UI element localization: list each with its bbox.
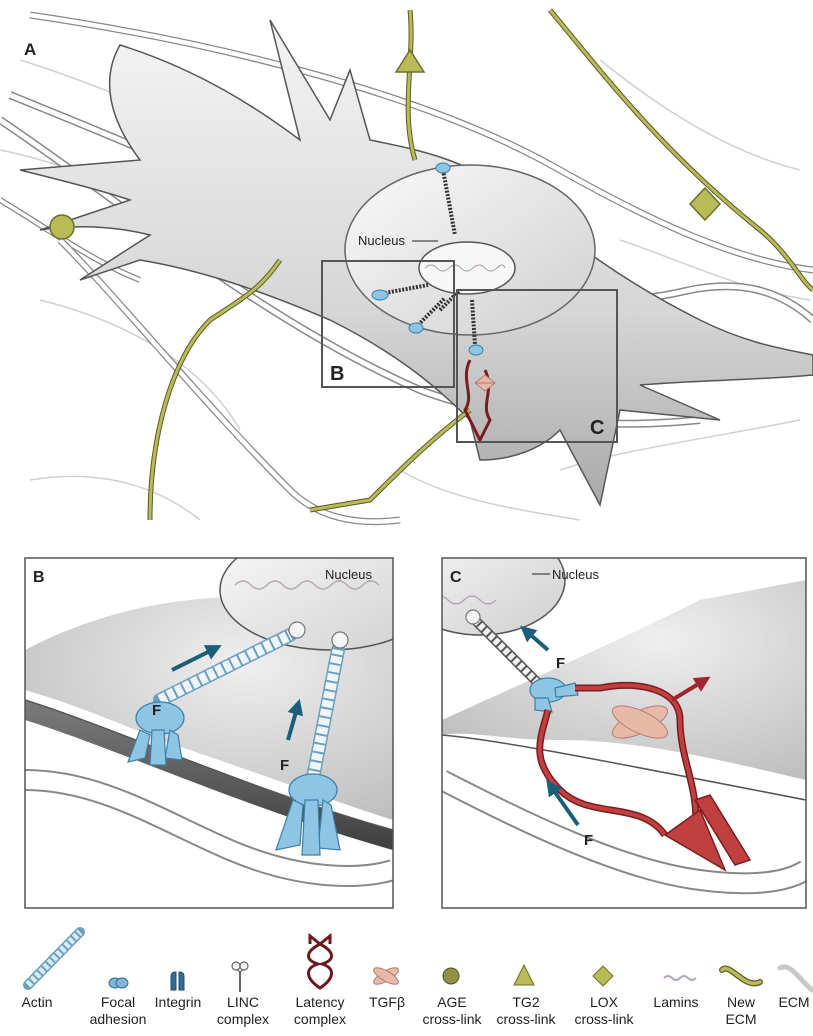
- lamins-icon: [664, 976, 696, 980]
- focal-adhesion-icon: [109, 978, 128, 988]
- new-ecm-icon: [722, 969, 760, 984]
- panel-c: F F C Nucleus: [395, 525, 806, 908]
- panel-c-nucleus-label: Nucleus: [552, 567, 599, 582]
- legend-label-actin: Actin: [0, 994, 82, 1011]
- tg2-crosslink-icon: [514, 965, 534, 985]
- inset-c-label: C: [590, 417, 604, 439]
- inset-b-label: B: [330, 363, 344, 385]
- actin-icon: [28, 932, 80, 985]
- panel-b-force-label-2: F: [280, 757, 289, 774]
- panel-c-force-label-2: F: [584, 832, 593, 849]
- panel-a: A Nucleus B C: [0, 10, 813, 522]
- linc-complex-icon: [232, 962, 248, 992]
- legend-label-ecm: ECM: [749, 994, 813, 1011]
- panel-c-force-label-1: F: [556, 655, 565, 672]
- panel-a-nucleus-label: Nucleus: [358, 233, 405, 248]
- panel-a-letter: A: [24, 40, 36, 59]
- panel-b-force-label-1: F: [152, 702, 161, 719]
- latency-complex-icon: [308, 936, 331, 988]
- age-crosslink-icon: [443, 968, 459, 984]
- panel-b: F F B Nucleus: [25, 530, 440, 908]
- panel-b-nucleus-label: Nucleus: [325, 567, 372, 582]
- panel-c-letter: C: [450, 569, 462, 586]
- tg2-crosslink-marker: [396, 50, 424, 72]
- age-crosslink-marker: [50, 215, 74, 239]
- nucleus: [419, 242, 515, 294]
- ecm-icon: [780, 967, 812, 990]
- panel-c-linc: [466, 610, 480, 624]
- tgfb-icon: [371, 965, 400, 988]
- integrin-icon: [171, 972, 184, 990]
- panel-b-letter: B: [33, 569, 45, 586]
- lox-crosslink-icon: [593, 966, 613, 986]
- legend-icons: [28, 932, 812, 992]
